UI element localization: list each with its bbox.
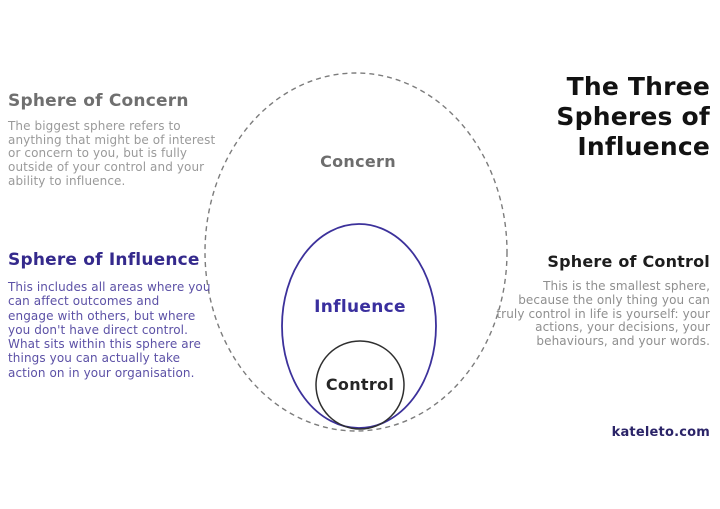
- page-title: The Three Spheres of Influence: [556, 72, 710, 162]
- control-body-line: because the only thing you can: [518, 292, 710, 307]
- influence-body-line: you don't have direct control.: [8, 322, 189, 337]
- influence-body-line: things you can actually take: [8, 351, 181, 366]
- page-title-line: Influence: [577, 132, 710, 161]
- concern-body-line: or concern to you, but is fully: [8, 146, 188, 161]
- control-body-line: This is the smallest sphere,: [543, 279, 710, 293]
- control-section-heading: Sphere of Control: [547, 252, 710, 271]
- influence-sphere-label: Influence: [314, 297, 406, 317]
- concern-body-line: The biggest sphere refers to: [8, 119, 181, 133]
- influence-body-line: action on in your organisation.: [8, 365, 195, 380]
- concern-body-line: outside of your control and your: [8, 160, 205, 175]
- influence-body-line: engage with others, but where: [8, 308, 196, 323]
- control-body-line: truly control in life is yourself: your: [496, 306, 710, 321]
- concern-sphere-label: Concern: [320, 152, 396, 171]
- concern-body-line: anything that might be of interest: [8, 132, 216, 147]
- website-credit: kateleto.com: [611, 425, 710, 440]
- influence-section-heading: Sphere of Influence: [8, 250, 200, 270]
- concern-section-body: The biggest sphere refers to anything th…: [8, 119, 216, 189]
- concern-sphere-outline: [204, 72, 508, 432]
- control-sphere-outline: [315, 340, 405, 430]
- page-title-line: The Three: [566, 72, 710, 101]
- page-title-line: Spheres of: [556, 102, 710, 131]
- control-body-line: actions, your decisions, your: [535, 320, 710, 335]
- influence-sphere-outline: [281, 223, 437, 429]
- influence-body-line: This includes all areas where you: [8, 280, 211, 294]
- concern-section-heading: Sphere of Concern: [8, 91, 189, 111]
- influence-body-line: What sits within this sphere are: [8, 337, 201, 352]
- concern-body-line: ability to influence.: [8, 173, 126, 188]
- control-body-line: behaviours, and your words.: [536, 334, 710, 349]
- control-section-body: This is the smallest sphere, because the…: [496, 279, 710, 349]
- influence-body-line: can affect outcomes and: [8, 294, 160, 309]
- control-sphere-label: Control: [326, 375, 394, 394]
- influence-section-body: This includes all areas where you can af…: [8, 280, 211, 380]
